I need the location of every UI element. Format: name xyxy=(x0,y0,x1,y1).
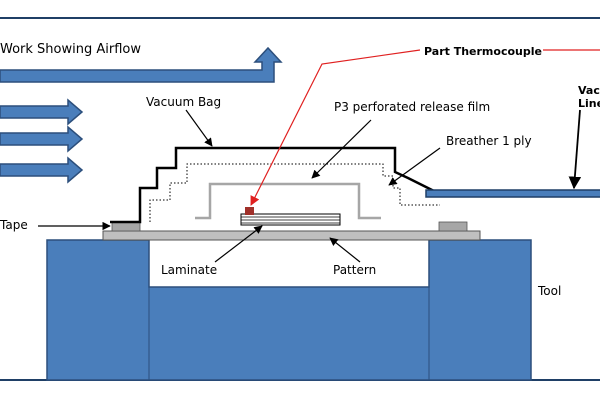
laminate-leader xyxy=(214,225,263,263)
title-label: Work Showing Airflow xyxy=(0,42,141,57)
thermocouple-label: Part Thermocouple xyxy=(424,45,542,58)
tool xyxy=(46,239,532,381)
vacuum-bag xyxy=(110,146,441,224)
breather-leader xyxy=(388,147,441,186)
tape-right xyxy=(438,221,468,232)
breather xyxy=(149,163,440,222)
airflow-arrow-2 xyxy=(0,125,84,153)
breather-label: Breather 1 ply xyxy=(446,134,532,148)
tool-label: Tool xyxy=(537,284,561,298)
pattern-plate xyxy=(102,230,481,241)
vacuum-bag-leader xyxy=(185,109,213,147)
release-film-label: P3 perforated release film xyxy=(334,100,490,114)
release-film-leader xyxy=(311,119,372,179)
laminate xyxy=(240,213,341,226)
airflow-top-arrow xyxy=(0,46,283,83)
vacuum-line xyxy=(425,189,600,198)
airflow-arrow-3 xyxy=(0,156,84,184)
vacuum-line-label-2: Line xyxy=(578,97,600,110)
thermocouple-tip xyxy=(245,207,254,215)
release-film xyxy=(195,182,381,220)
pattern-label: Pattern xyxy=(333,263,376,277)
tape-left xyxy=(111,221,141,232)
pattern-leader xyxy=(329,237,361,263)
thermocouple-leader xyxy=(250,49,421,206)
airflow-arrow-1 xyxy=(0,98,84,126)
vacuum-line-leader xyxy=(568,109,582,190)
airflow-arrows xyxy=(0,46,283,184)
tape-label: Tape xyxy=(0,218,28,232)
laminate-label: Laminate xyxy=(161,263,217,277)
vacuum-bag-label: Vacuum Bag xyxy=(146,95,221,109)
vacuum-line-label-1: Vac xyxy=(578,84,600,97)
